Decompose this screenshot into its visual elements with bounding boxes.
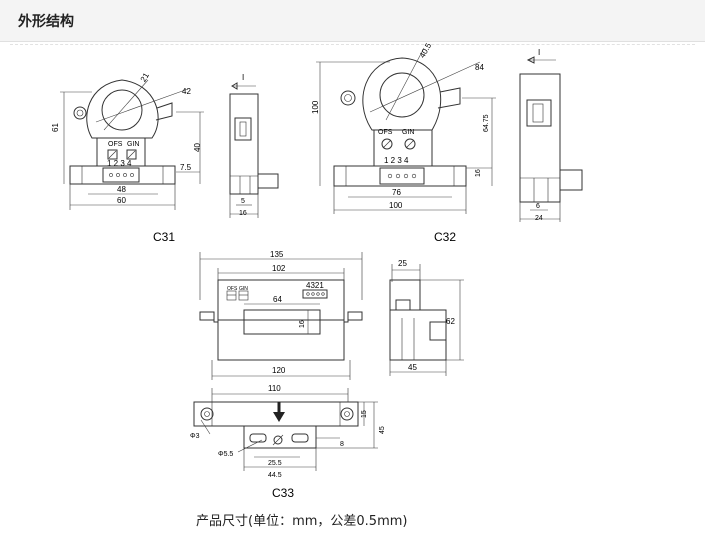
- c33-ofs-label: OFS: [227, 286, 238, 292]
- c31-front-view: [60, 79, 204, 210]
- c31-dim-outer-dia: 42: [182, 87, 191, 96]
- c33-dim-120: 120: [272, 366, 286, 375]
- c33-dim-15: 15: [361, 410, 368, 418]
- section-header: 外形结构: [0, 0, 705, 42]
- c32-model-label: C32: [434, 230, 456, 244]
- c32-dim-outer-dia: 84: [475, 63, 484, 72]
- c33-dim-62: 62: [446, 317, 455, 326]
- c32-dim-64-75: 64.75: [483, 114, 490, 132]
- c31-model-label: C31: [153, 230, 175, 244]
- c31-dim-48: 48: [117, 185, 126, 194]
- c33-dim-16: 16: [299, 320, 306, 328]
- c31-side-view: [229, 82, 279, 218]
- c33-dim-44-5: 44.5: [268, 472, 282, 479]
- c32-current-arrow-label: I: [538, 48, 540, 57]
- c31-dim-5: 5: [241, 198, 245, 205]
- c32-dim-100: 100: [389, 201, 403, 210]
- c33-front-view: [199, 252, 363, 380]
- c33-dim-phi5-5: Φ5.5: [218, 451, 233, 458]
- c31-current-arrow-label: I: [242, 73, 244, 82]
- c33-dim-135: 135: [270, 250, 284, 259]
- c33-dim-45-b: 45: [379, 426, 386, 434]
- c33-dim-8: 8: [340, 441, 344, 448]
- c32-dim-16: 16: [475, 169, 482, 177]
- c31-dim-40: 40: [193, 143, 202, 152]
- c32-dim-24: 24: [535, 215, 543, 222]
- c32-dim-6: 6: [536, 203, 540, 210]
- c33-dim-45: 45: [408, 363, 417, 372]
- c32-ofs-label: OFS: [378, 129, 393, 136]
- c33-bottom-view: [193, 388, 378, 471]
- c31-gin-label: GIN: [127, 141, 139, 148]
- c31-dim-60: 60: [117, 196, 126, 205]
- c31-ofs-label: OFS: [108, 141, 123, 148]
- c32-dim-inner-dia: 40.5: [418, 41, 434, 59]
- c33-gin-label: GIN: [239, 286, 248, 292]
- c33-pin-numbers: 4321: [306, 281, 324, 290]
- c32-dim-height: 100: [311, 100, 320, 114]
- c31-dim-7-5: 7.5: [180, 163, 192, 172]
- c31-dim-height: 61: [51, 123, 60, 132]
- c32-gin-label: GIN: [402, 129, 414, 136]
- c33-dim-25-5: 25.5: [268, 460, 282, 467]
- c32-dim-76: 76: [392, 188, 401, 197]
- c31-dim-inner-dia: 21: [139, 71, 152, 84]
- c31-dim-16: 16: [239, 210, 247, 217]
- c33-dim-phi3: Φ3: [190, 433, 200, 440]
- section-title: 外形结构: [18, 14, 74, 30]
- c33-dim-102: 102: [272, 264, 286, 273]
- c33-side-view: [389, 264, 464, 376]
- c32-side-view: [519, 56, 583, 222]
- c33-dim-110: 110: [268, 384, 281, 393]
- c32-pin-numbers: 1 2 3 4: [384, 156, 409, 165]
- c33-dim-64: 64: [273, 295, 282, 304]
- c32-front-view: [316, 47, 496, 214]
- size-caption: 产品尺寸(单位：mm，公差0.5mm): [196, 514, 408, 529]
- c31-pin-numbers: 1 2 3 4: [107, 159, 132, 168]
- c33-dim-25: 25: [398, 259, 407, 268]
- header-divider: [10, 44, 695, 45]
- c33-model-label: C33: [272, 486, 294, 500]
